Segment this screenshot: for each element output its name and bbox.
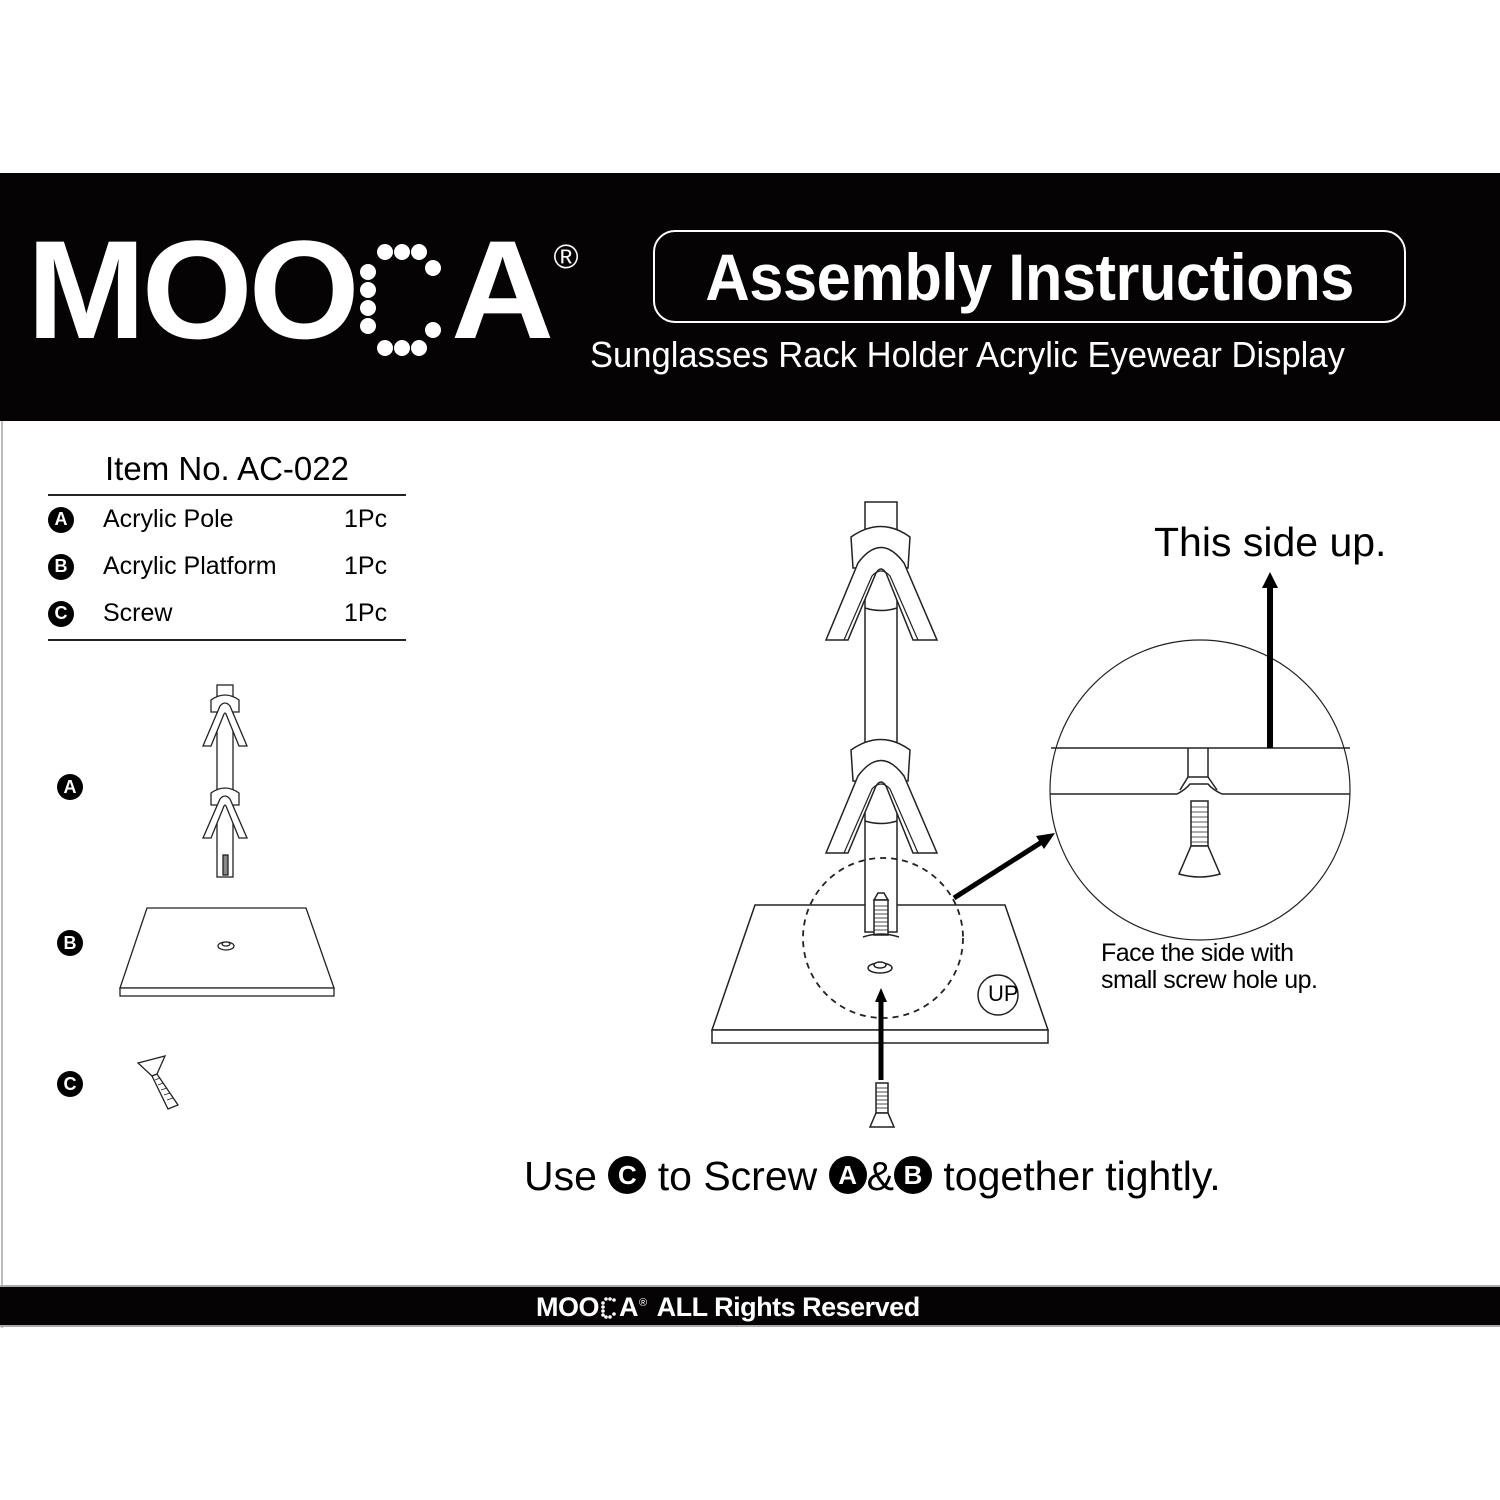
- part-name: Acrylic Pole: [103, 505, 234, 533]
- badge-a-icon: A: [828, 1156, 867, 1195]
- note-line-1: Face the side with: [1101, 939, 1294, 967]
- parts-row: C Screw 1Pc: [48, 590, 406, 637]
- registered-mark: ®: [639, 1296, 647, 1309]
- part-qty: 1Pc: [344, 599, 388, 627]
- badge-b-icon: B: [48, 553, 74, 580]
- page-frame: [1, 173, 1500, 1328]
- badge-c-icon: C: [608, 1156, 647, 1195]
- instruction-text: Use: [524, 1153, 597, 1199]
- item-number: Item No. AC-022: [48, 450, 406, 496]
- part-name: Screw: [103, 599, 173, 627]
- badge-a-icon: A: [48, 506, 74, 533]
- this-side-up-label: This side up.: [1154, 519, 1387, 565]
- parts-list: Item No. AC-022 A Acrylic Pole 1Pc B Acr…: [48, 450, 406, 641]
- part-qty: 1Pc: [344, 552, 388, 580]
- dotted-c-icon: [601, 1296, 616, 1319]
- instruction-text: &: [866, 1153, 894, 1199]
- page-title: Assembly Instructions: [705, 239, 1354, 314]
- part-qty: 1Pc: [344, 505, 388, 533]
- parts-row: A Acrylic Pole 1Pc: [48, 496, 406, 543]
- assembly-instruction: Use C to Screw A&B together tightly.: [524, 1153, 1221, 1200]
- instruction-text: together tightly.: [943, 1153, 1221, 1199]
- badge-c-icon: C: [48, 600, 74, 627]
- product-subtitle: Sunglasses Rack Holder Acrylic Eyewear D…: [590, 334, 1345, 375]
- brand-suffix: A: [451, 211, 554, 368]
- note-line-2: small screw hole up.: [1101, 966, 1318, 994]
- up-label: UP: [988, 981, 1019, 1006]
- registered-mark: ®: [553, 238, 579, 276]
- divider: [48, 639, 406, 641]
- badge-a-icon: A: [57, 774, 83, 800]
- part-name: Acrylic Platform: [103, 552, 277, 580]
- footer-brand-suffix: A: [619, 1292, 639, 1322]
- footer-bar: MOO A ® ALL Rights Reserved: [0, 1285, 1500, 1327]
- footer-brand-prefix: MOO: [536, 1292, 600, 1322]
- copyright: MOO A ® ALL Rights Reserved: [536, 1292, 920, 1323]
- instruction-text: to Screw: [657, 1153, 818, 1199]
- page-title-box: Assembly Instructions: [653, 230, 1406, 323]
- badge-b-icon: B: [894, 1156, 932, 1195]
- header-bar: [0, 173, 1500, 421]
- parts-row: B Acrylic Platform 1Pc: [48, 543, 406, 590]
- dotted-c-icon: [358, 244, 448, 356]
- footer-text: ALL Rights Reserved: [656, 1292, 921, 1322]
- badge-c-icon: C: [57, 1071, 83, 1097]
- brand-logo: MOO A ®: [27, 220, 579, 360]
- badge-b-icon: B: [57, 930, 83, 956]
- brand-prefix: MOO: [26, 211, 360, 368]
- orientation-note: Face the side with small screw hole up.: [1101, 939, 1318, 994]
